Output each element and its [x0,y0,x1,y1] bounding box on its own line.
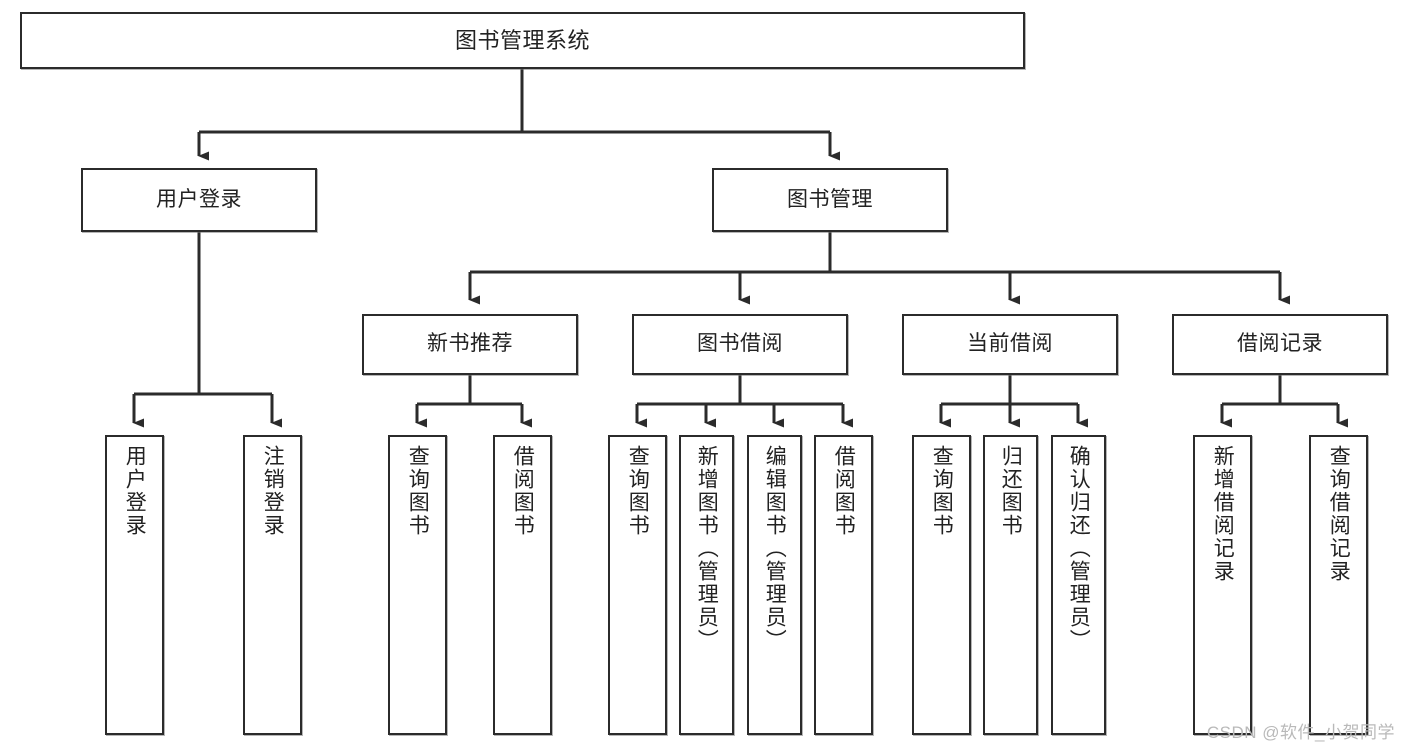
node-leaf-query-book-1-label: 查询图书 [406,445,430,537]
node-leaf-user-login-label: 用户登录 [123,445,147,537]
node-leaf-user-login[interactable]: 用户登录 [105,435,164,735]
node-leaf-query-book-2[interactable]: 查询图书 [608,435,667,735]
node-leaf-query-record[interactable]: 查询借阅记录 [1309,435,1368,735]
node-book-borrow[interactable]: 图书借阅 [632,314,848,375]
node-leaf-user-logout-label: 注销登录 [261,445,285,537]
node-leaf-confirm-return[interactable]: 确认归还（管理员） [1051,435,1106,735]
node-book-manage[interactable]: 图书管理 [712,168,948,232]
node-leaf-user-logout[interactable]: 注销登录 [243,435,302,735]
node-leaf-query-book-3-label: 查询图书 [930,445,954,537]
node-leaf-add-book[interactable]: 新增图书（管理员） [679,435,734,735]
node-leaf-add-book-label: 新增图书（管理员） [695,445,719,652]
node-leaf-edit-book[interactable]: 编辑图书（管理员） [747,435,802,735]
node-root-label: 图书管理系统 [454,27,590,53]
watermark: CSDN @软件_小贺同学 [1206,723,1395,742]
node-leaf-edit-book-label: 编辑图书（管理员） [763,445,787,652]
node-leaf-query-book-3[interactable]: 查询图书 [912,435,971,735]
node-borrow-record-label: 借阅记录 [1237,332,1323,356]
node-leaf-confirm-return-label: 确认归还（管理员） [1067,445,1091,652]
node-leaf-borrow-book-1-label: 借阅图书 [511,445,535,537]
node-leaf-return-book-label: 归还图书 [999,445,1023,537]
node-leaf-query-record-label: 查询借阅记录 [1327,445,1351,583]
node-book-manage-label: 图书管理 [787,187,873,211]
node-current-borrow[interactable]: 当前借阅 [902,314,1118,375]
node-new-book-recommend[interactable]: 新书推荐 [362,314,578,375]
node-leaf-query-book-2-label: 查询图书 [626,445,650,537]
node-leaf-borrow-book-2[interactable]: 借阅图书 [814,435,873,735]
node-user-login[interactable]: 用户登录 [81,168,317,232]
node-leaf-borrow-book-1[interactable]: 借阅图书 [493,435,552,735]
node-leaf-return-book[interactable]: 归还图书 [983,435,1038,735]
node-leaf-borrow-book-2-label: 借阅图书 [832,445,856,537]
node-root[interactable]: 图书管理系统 [20,12,1025,69]
node-new-book-recommend-label: 新书推荐 [427,332,513,356]
node-leaf-add-record-label: 新增借阅记录 [1211,445,1235,583]
node-current-borrow-label: 当前借阅 [967,332,1053,356]
node-borrow-record[interactable]: 借阅记录 [1172,314,1388,375]
node-user-login-label: 用户登录 [156,187,242,211]
node-leaf-add-record[interactable]: 新增借阅记录 [1193,435,1252,735]
node-book-borrow-label: 图书借阅 [697,332,783,356]
node-leaf-query-book-1[interactable]: 查询图书 [388,435,447,735]
